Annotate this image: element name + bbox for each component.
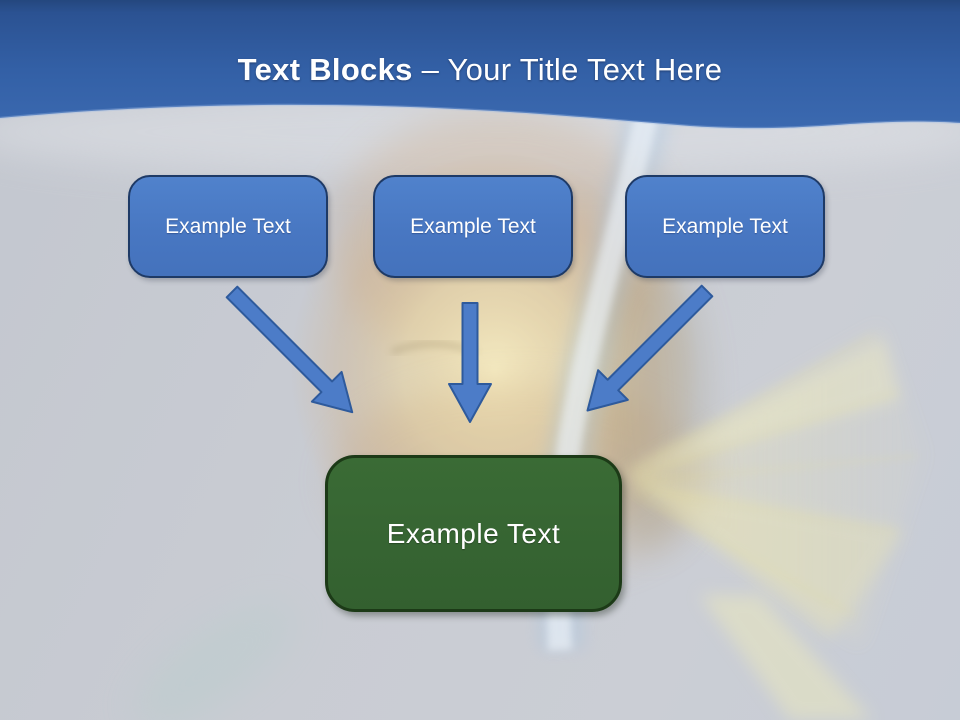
text-block-3: Example Text	[625, 175, 825, 278]
slide-title-keyword: Text Blocks	[237, 52, 413, 87]
down-arrow-icon	[448, 302, 492, 423]
summary-block-label: Example Text	[386, 517, 561, 549]
down-left-arrow-icon	[586, 284, 714, 412]
text-block-2-label: Example Text	[410, 214, 536, 238]
text-block-1-label: Example Text	[165, 214, 291, 238]
slide-title: Text Blocks – Your Title Text Here	[0, 52, 960, 88]
text-block-3-label: Example Text	[662, 214, 788, 238]
text-block-1: Example Text	[128, 175, 328, 278]
summary-block: Example Text	[325, 455, 622, 612]
slide-title-subtitle: – Your Title Text Here	[421, 52, 723, 87]
text-block-2: Example Text	[373, 175, 573, 278]
header-banner	[0, 0, 960, 130]
down-right-arrow-icon	[225, 285, 354, 414]
